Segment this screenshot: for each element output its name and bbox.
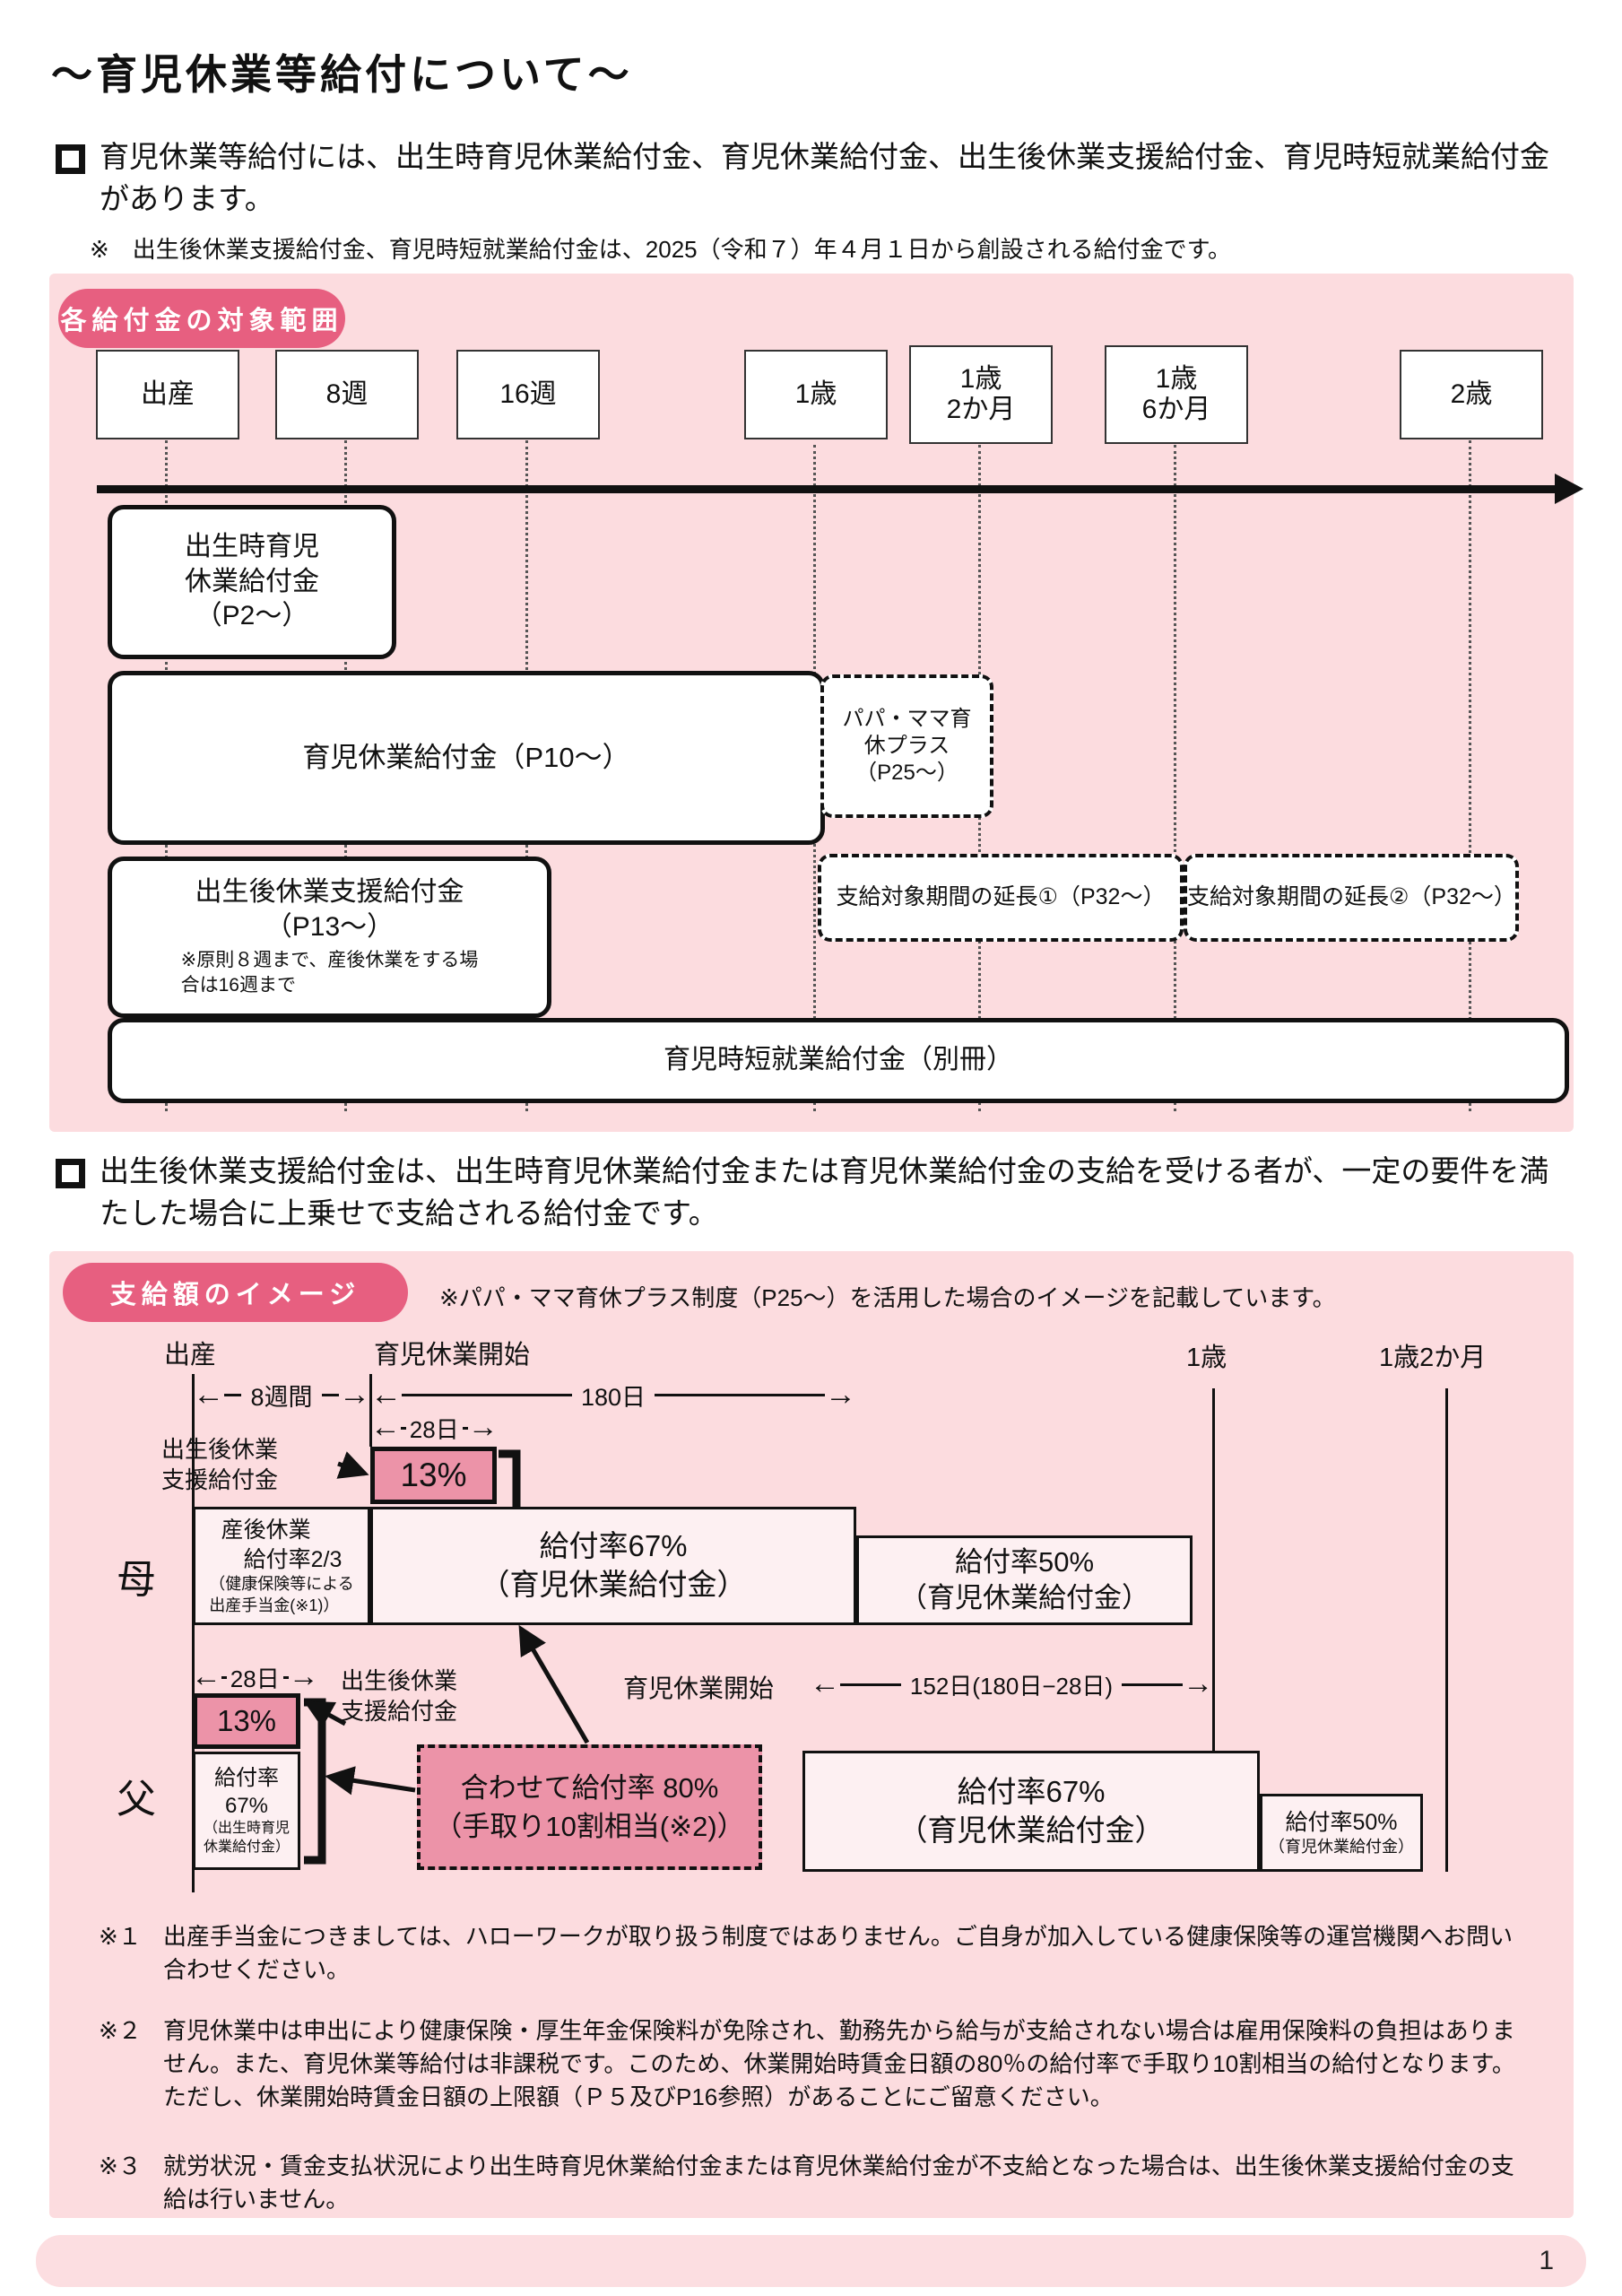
footnote-3-marker: ※３	[99, 2152, 142, 2179]
father-bracket	[304, 1698, 326, 1865]
timeline-arrow-icon	[97, 474, 1583, 504]
measure-180days: ← 180日 →	[370, 1378, 856, 1411]
intro-text-1: 育児休業等給付には、出生時育児休業給付金、育児休業給付金、出生後休業支援給付金、…	[100, 140, 1549, 215]
box-postnatal-support-benefit: 出生後休業支援給付金 （P13～） ※原則８週まで、産後休業をする場 合は16週…	[108, 857, 551, 1018]
father-50pct-main: 給付率50%	[1285, 1809, 1398, 1835]
measure-28days-mother: ← 28日 →	[370, 1410, 499, 1445]
intro-paragraph-2: 出生後休業支援給付金は、出生時育児休業給付金または育児休業給付金の支給を受ける者…	[56, 1151, 1575, 1235]
box-shortened-hours-benefit: 育児時短就業給付金（別冊）	[108, 1018, 1569, 1103]
mother-shien-label: 出生後休業 支援給付金	[161, 1436, 279, 1493]
measure-8weeks-label: 8週間	[250, 1383, 313, 1411]
footnote-2: ※２ 育児休業中は申出により健康保険・厚生年金保険料が免除され、勤務先から給与が…	[99, 2014, 1533, 2114]
refline-1y2m	[1445, 1388, 1448, 1872]
father-67pct-main: 給付率 67%	[214, 1766, 279, 1819]
arrow-left-icon: ←	[193, 1377, 225, 1413]
timeline-label-2y: 2歳	[1400, 350, 1543, 439]
page-number: 1	[1539, 2246, 1554, 2275]
box-birth-time-benefit: 出生時育児 休業給付金 （P2～）	[108, 505, 396, 659]
axis-label-birth: 出産	[164, 1341, 217, 1370]
father-13pct-box: 13%	[193, 1693, 300, 1749]
box-extension-2: 支給対象期間の延長②（P32～）	[1184, 854, 1519, 942]
refline-leave-start	[369, 1374, 372, 1447]
timeline-label-1y: 1歳	[744, 350, 888, 439]
box-childcare-leave-benefit: 育児休業給付金（P10～）	[108, 671, 825, 845]
father-label: 父	[117, 1778, 156, 1822]
box-extension-1: 支給対象期間の延長①（P32～）	[818, 854, 1184, 942]
father-67pct-box-2: 給付率67% （育児休業給付金）	[802, 1751, 1260, 1872]
page-title: ～育児休業等給付について～	[51, 50, 633, 98]
box-papa-mama-plus: パパ・ママ育 休プラス （P25～）	[820, 674, 993, 818]
mother-label: 母	[117, 1558, 156, 1602]
arrow-right-icon: →	[824, 1377, 856, 1413]
father-shien-label: 出生後休業 支援給付金	[341, 1667, 458, 1725]
square-bullet-icon	[56, 144, 85, 174]
measure-28days-label: 28日	[230, 1665, 280, 1692]
mother-sango-sub: （健康保険等による 出産手当金(※1)）	[209, 1575, 354, 1614]
refline-1y	[1212, 1388, 1215, 1751]
timeline-label-1y6m: 1歳 6か月	[1105, 345, 1248, 444]
father-shien-arrow	[303, 1700, 347, 1728]
timeline-label-16w: 16週	[456, 350, 600, 439]
intro-note: ※ 出生後休業支援給付金、育児時短就業給付金は、2025（令和７）年４月１日から…	[90, 236, 1232, 263]
axis-label-1y: 1歳	[1186, 1344, 1227, 1372]
axis-label-1y2m: 1歳2か月	[1379, 1344, 1487, 1372]
scope-badge: 各給付金の対象範囲	[58, 289, 345, 348]
timeline-label-8w: 8週	[275, 350, 419, 439]
mother-50pct-box: 給付率50% （育児休業給付金）	[856, 1535, 1193, 1625]
combined-80pct-box: 合わせて給付率 80% （手取り10割相当(※2)）	[417, 1744, 762, 1870]
measure-180days-label: 180日	[580, 1383, 646, 1411]
footnote-1: ※１ 出産手当金につきましては、ハローワークが取り扱う制度ではありません。ご自身…	[99, 1920, 1533, 1987]
refline-birth	[192, 1374, 195, 1892]
payment-section: 支給額のイメージ ※パパ・ママ育休プラス制度（P25～）を活用した場合のイメージ…	[49, 1251, 1574, 2218]
father-67pct-box: 給付率 67% （出生時育児 休業給付金）	[193, 1752, 300, 1870]
mother-13pct-box: 13%	[370, 1447, 497, 1504]
square-bullet-icon	[56, 1159, 85, 1188]
footnote-2-marker: ※２	[99, 2017, 142, 2044]
intro-paragraph-1: 育児休業等給付には、出生時育児休業給付金、育児休業給付金、出生後休業支援給付金、…	[56, 136, 1575, 221]
axis-label-leave-start: 育児休業開始	[374, 1341, 531, 1370]
arrow-left-icon: ←	[370, 1410, 401, 1445]
timeline-label-birth: 出産	[96, 350, 239, 439]
arrow-left-icon: ←	[191, 1659, 221, 1694]
father-67pct-sub: （出生時育児 休業給付金）	[203, 1821, 290, 1856]
timeline-label-1y2m: 1歳 2か月	[909, 345, 1053, 444]
mother-shien-arrow	[336, 1451, 369, 1479]
mother-sango-main: 産後休業 給付率2/3	[221, 1518, 343, 1572]
footnote-1-marker: ※１	[99, 1923, 142, 1950]
guide-line-2y	[1469, 440, 1471, 1111]
father-50pct-sub: （育児休業給付金）	[1269, 1838, 1414, 1857]
footnote-3: ※３ 就労状況・賃金支払状況により出生時育児休業給付金または育児休業給付金が不支…	[99, 2150, 1533, 2216]
measure-152days-label: 152日(180日−28日)	[909, 1672, 1114, 1700]
measure-28days-father: ← 28日 →	[191, 1659, 319, 1694]
intro-text-2: 出生後休業支援給付金は、出生時育児休業給付金または育児休業給付金の支給を受ける者…	[100, 1154, 1549, 1230]
footnote-2-text: 育児休業中は申出により健康保険・厚生年金保険料が免除され、勤務先から給与が支給さ…	[163, 2017, 1515, 2110]
arrow-left-icon: ←	[810, 1666, 840, 1701]
payment-note: ※パパ・ママ育休プラス制度（P25～）を活用した場合のイメージを記載しています。	[439, 1284, 1336, 1311]
footnote-3-text: 就労状況・賃金支払状況により出生時育児休業給付金または育児休業給付金が不支給とな…	[163, 2152, 1514, 2213]
mother-67pct-box: 給付率67% （育児休業給付金）	[370, 1507, 856, 1625]
postnatal-support-title: 出生後休業支援給付金 （P13～）	[195, 877, 464, 942]
combined-to-father-arrow	[325, 1766, 416, 1796]
measure-152days: ← 152日(180日−28日) →	[810, 1666, 1213, 1701]
scope-section: 各給付金の対象範囲 出産 8週 16週 1歳 1歳 2か月 1歳 6か月 2歳 …	[49, 274, 1583, 1132]
footnote-1-text: 出産手当金につきましては、ハローワークが取り扱う制度ではありません。ご自身が加入…	[163, 1923, 1514, 1983]
arrow-right-icon: →	[338, 1377, 370, 1413]
measure-8weeks: ← 8週間 →	[193, 1378, 370, 1411]
measure-28days-label: 28日	[409, 1415, 459, 1443]
arrow-left-icon: ←	[370, 1377, 403, 1413]
page-footer: 1	[36, 2235, 1586, 2287]
arrow-right-icon: →	[1183, 1666, 1213, 1701]
combined-to-mother-arrow	[518, 1624, 590, 1744]
guide-line-1y6m	[1174, 445, 1176, 1111]
mother-sango-box: 産後休業 給付率2/3 （健康保険等による 出産手当金(※1)）	[193, 1507, 370, 1625]
postnatal-support-note: ※原則８週まで、産後休業をする場 合は16週まで	[180, 950, 479, 996]
arrow-right-icon: →	[467, 1410, 499, 1445]
father-50pct-box: 給付率50% （育児休業給付金）	[1260, 1794, 1423, 1872]
arrow-right-icon: →	[288, 1659, 319, 1694]
payment-badge: 支給額のイメージ	[63, 1263, 408, 1322]
father-leave-start-label: 育児休業開始	[623, 1674, 775, 1702]
